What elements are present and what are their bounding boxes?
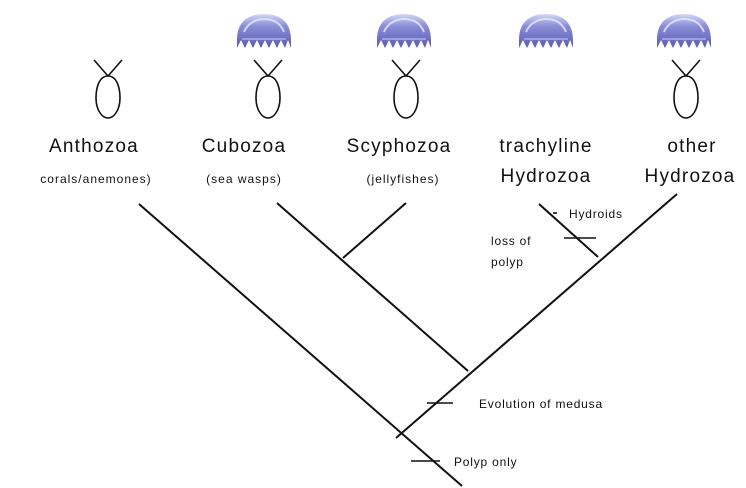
branch-scyphozoa	[342, 202, 407, 259]
taxon-anthozoa-common: corals/anemones)	[40, 172, 151, 186]
medusa-icon-cubozoa	[236, 13, 292, 49]
annotation-hydroids: Hydroids	[569, 207, 623, 221]
taxon-scyphozoa-common: (jellyfishes)	[366, 172, 439, 186]
annotation-polyp-only: Polyp only	[454, 455, 517, 469]
branch-medusozoa	[395, 193, 678, 439]
taxon-cubozoa-common: (sea wasps)	[206, 172, 282, 186]
branch-trachyline-hydrozoa	[538, 203, 599, 258]
polyp-icon-scyphozoa	[391, 59, 421, 119]
branch-root-to-anthozoa	[138, 203, 463, 487]
taxon-trachyline-name-line2: Hydrozoa	[501, 166, 592, 187]
taxon-cubozoa-name: Cubozoa	[202, 136, 286, 157]
polyp-icon-anthozoa	[93, 59, 123, 119]
taxon-scyphozoa-name: Scyphozoa	[347, 136, 452, 157]
annotation-loss-of-polyp-2: polyp	[491, 255, 524, 269]
polyp-icon-cubozoa	[253, 59, 283, 119]
taxon-other-name: other	[667, 136, 716, 157]
polyp-icon-other-hydrozoa	[671, 59, 701, 119]
taxon-trachyline-name: trachyline	[499, 136, 592, 157]
medusa-icon-other-hydrozoa	[656, 13, 712, 49]
medusa-icon-scyphozoa	[376, 13, 432, 49]
annotation-evolution-of-medusa: Evolution of medusa	[479, 397, 603, 411]
medusa-icon-trachyline-hydrozoa	[518, 13, 574, 49]
annotation-loss-of-polyp-1: loss of	[491, 234, 531, 248]
branch-cubozoa	[276, 202, 469, 372]
taxon-anthozoa-name: Anthozoa	[49, 136, 139, 157]
taxon-other-name-line2: Hydrozoa	[645, 166, 736, 187]
